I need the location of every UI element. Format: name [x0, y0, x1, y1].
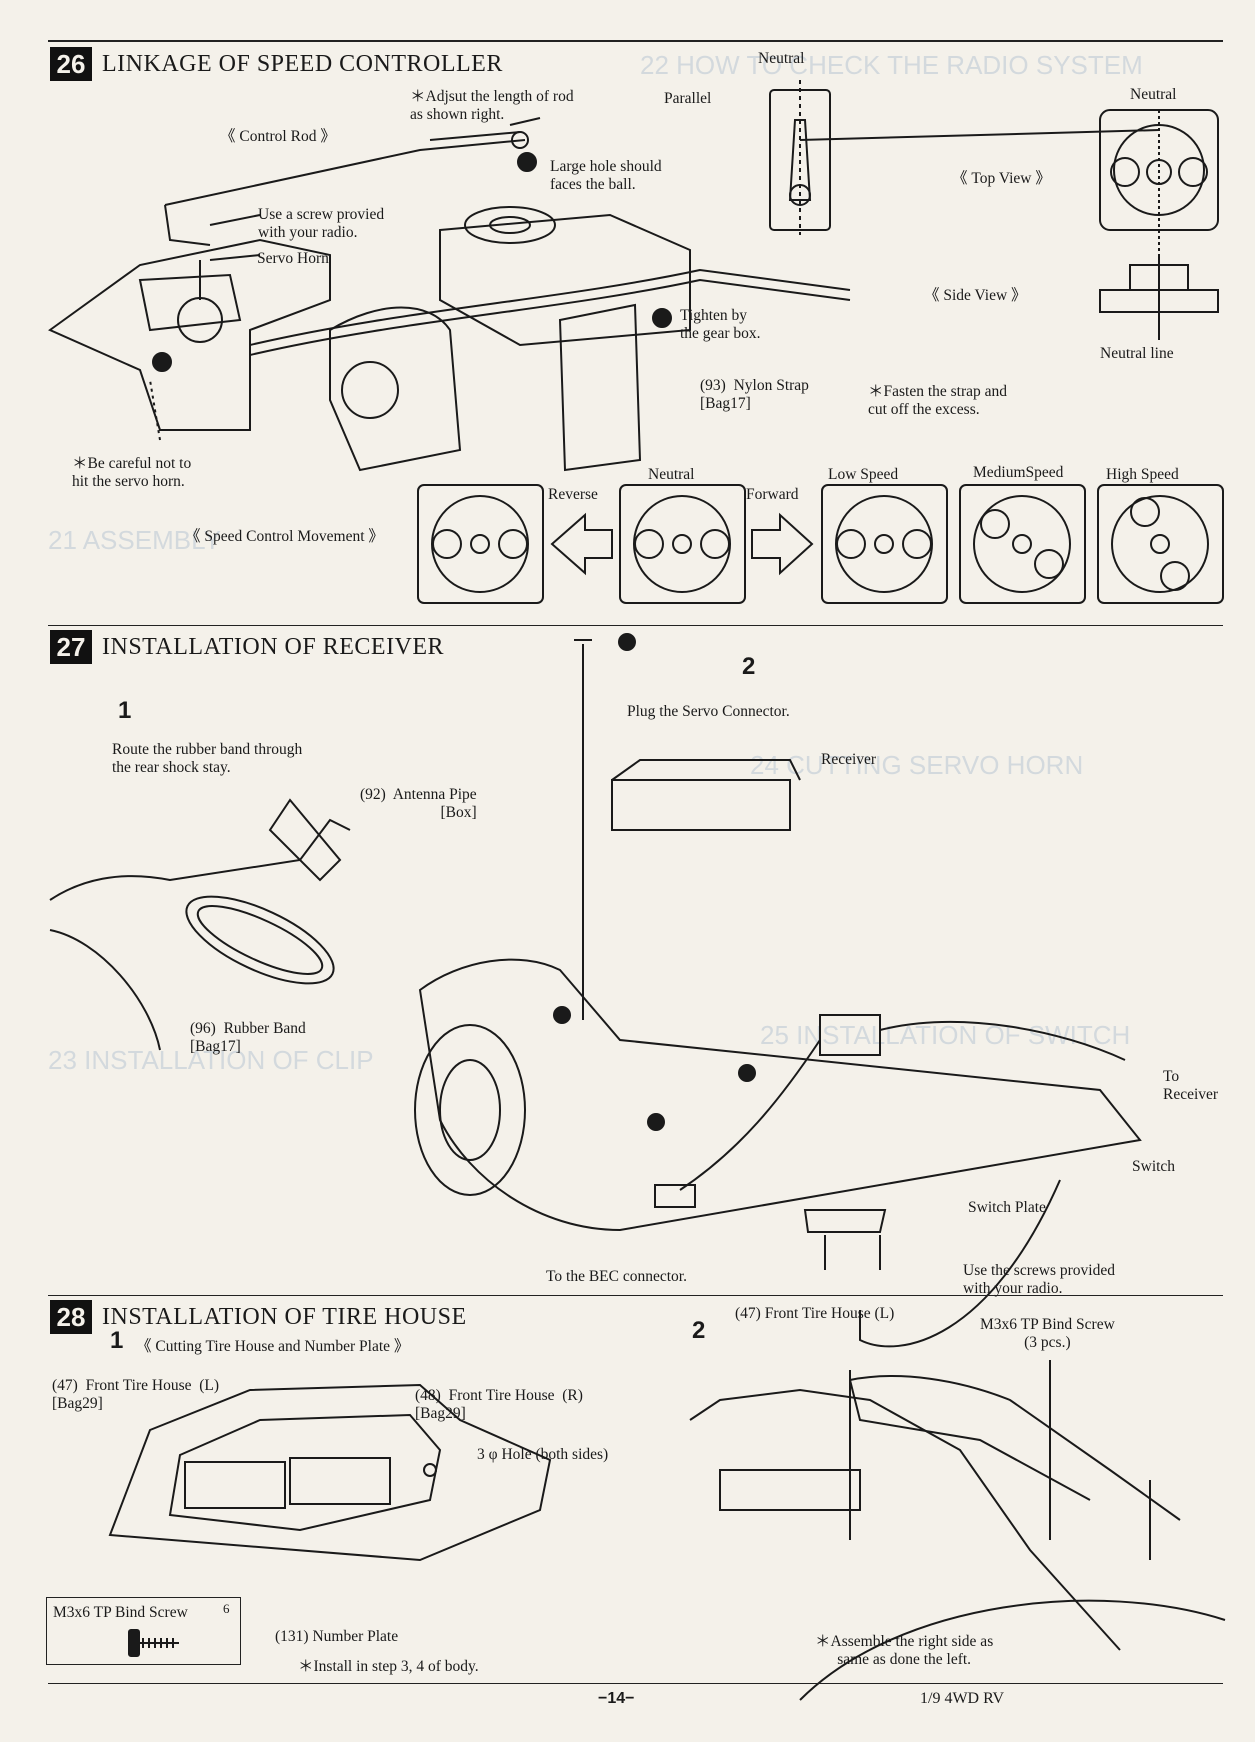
to-bec-label: To the BEC connector.: [546, 1268, 687, 1285]
bind-screw-label: M3x6 TP Bind Screw (3 pcs.): [980, 1316, 1115, 1351]
show-through-text: 25 INSTALLATION OF SWITCH: [760, 1020, 1131, 1050]
plug-servo-label: Plug the Servo Connector.: [627, 703, 790, 720]
switch-label: Switch: [1132, 1158, 1176, 1175]
adjust-note: ＊Adjsut the length of rod as shown right…: [410, 88, 574, 123]
section-title: INSTALLATION OF TIRE HOUSE: [102, 1303, 467, 1330]
section-rule: [48, 625, 1223, 626]
tire-house-cutting-drawing: [108, 1383, 552, 1562]
screw-icon: [128, 1629, 179, 1657]
show-through-text: 22 HOW TO CHECK THE RADIO SYSTEM: [640, 50, 1143, 80]
neutral-line-label: Neutral line: [1100, 345, 1174, 362]
front-tire-house-l2-label: (47) Front Tire House (L): [735, 1305, 895, 1322]
servo-neutral-diagram: [769, 80, 831, 235]
side-view-label: 《 Side View 》: [924, 287, 1027, 304]
speed-control-movement-label: 《 Speed Control Movement 》: [185, 528, 384, 545]
section-rule: [48, 1295, 1223, 1296]
position-neutral-label: Neutral: [648, 466, 695, 483]
number-plate-label: (131) Number Plate: [275, 1628, 399, 1645]
show-through-text: 21 ASSEMBLY: [48, 525, 221, 555]
section-28-header: 28 INSTALLATION OF TIRE HOUSE: [50, 1300, 467, 1334]
rubber-band-label: (96) Rubber Band [Bag17]: [190, 1020, 306, 1055]
page-number: −14−: [598, 1690, 635, 1707]
control-rod-label: 《 Control Rod 》: [220, 128, 336, 145]
step-1-number: 1: [110, 1327, 124, 1354]
forward-label: Forward: [746, 486, 799, 503]
receiver-label: Receiver: [821, 751, 877, 768]
route-note: Route the rubber band through the rear s…: [112, 741, 303, 776]
neutral-top-label: Neutral: [758, 50, 805, 67]
to-receiver-label: To Receiver: [1163, 1068, 1219, 1103]
front-tire-house-r-label: (48) Front Tire House (R) [Bag29]: [415, 1387, 583, 1422]
rubber-band-drawing: [49, 798, 351, 1051]
neutral-right-label: Neutral: [1130, 86, 1177, 103]
fasten-note: ＊Fasten the strap and cut off the excess…: [868, 383, 1008, 418]
model-name: 1/9 4WD RV: [920, 1690, 1005, 1707]
hole-label: 3 φ Hole (both sides): [477, 1446, 609, 1463]
section-26-header: 26 LINKAGE OF SPEED CONTROLLER: [50, 47, 503, 81]
section-number: 26: [50, 47, 92, 81]
step-2-number: 2: [692, 1317, 706, 1344]
nylon-strap-label: (93) Nylon Strap [Bag17]: [700, 377, 809, 412]
top-rule: [48, 40, 1223, 42]
step-2-number: 2: [742, 653, 756, 680]
use-screws-note: Use the screws provided with your radio.: [963, 1262, 1115, 1297]
tighten-note: Tighten by the gear box.: [680, 307, 761, 342]
section-number: 28: [50, 1300, 92, 1334]
top-view-label: 《 Top View 》: [952, 170, 1051, 187]
install-note: ＊Install in step 3, 4 of body.: [298, 1658, 479, 1675]
large-hole-note: Large hole should faces the ball.: [550, 158, 662, 193]
position-high-label: High Speed: [1106, 466, 1179, 483]
bottom-rule: [48, 1683, 1223, 1684]
tire-house-mount-drawing: [689, 1360, 1226, 1701]
switch-plate-label: Switch Plate: [968, 1199, 1046, 1216]
speed-controller-drawing: [48, 117, 851, 472]
section-number: 27: [50, 630, 92, 664]
show-through-text: 24 CUTTING SERVO HORN: [750, 750, 1084, 780]
position-low-label: Low Speed: [828, 466, 899, 483]
use-screw-note: Use a screw provied with your radio.: [258, 206, 385, 241]
show-through-text: 23 INSTALLATION OF CLIP: [48, 1045, 374, 1075]
top-side-view-diagram: [799, 109, 1219, 340]
front-tire-house-l-label: (47) Front Tire House (L) [Bag29]: [52, 1377, 220, 1412]
antenna-pipe-label: (92) Antenna Pipe [Box]: [360, 786, 477, 821]
screw-legend-box: M3x6 TP Bind Screw 6: [46, 1597, 241, 1665]
receiver-chassis-drawing: [414, 633, 1142, 1348]
screw-legend-count: 6: [223, 1601, 230, 1616]
parallel-label: Parallel: [664, 90, 712, 107]
section-title: LINKAGE OF SPEED CONTROLLER: [102, 50, 503, 77]
servo-horn-label: Servo Horn: [257, 250, 329, 267]
position-medium-label: MediumSpeed: [973, 464, 1064, 481]
assemble-note: ＊Assemble the right side as same as done…: [815, 1633, 994, 1668]
section-27-header: 27 INSTALLATION OF RECEIVER: [50, 630, 444, 664]
step-1-caption: 《 Cutting Tire House and Number Plate 》: [136, 1338, 410, 1355]
speed-movement-diagrams: [417, 484, 1224, 604]
reverse-label: Reverse: [548, 486, 598, 503]
section-title: INSTALLATION OF RECEIVER: [102, 633, 445, 660]
careful-note: ＊Be careful not to hit the servo horn.: [72, 455, 192, 490]
screw-legend-label: M3x6 TP Bind Screw: [53, 1604, 188, 1621]
step-1-number: 1: [118, 697, 132, 724]
